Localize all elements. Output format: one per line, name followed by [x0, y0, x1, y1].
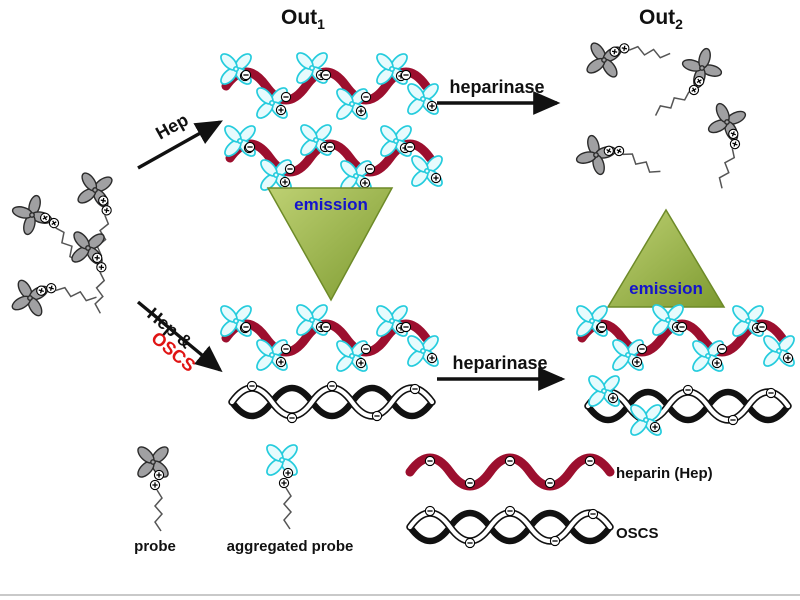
legend-probe-label: probe: [134, 538, 176, 555]
free-probe-cluster-left: [8, 169, 118, 331]
free-probe: [638, 44, 728, 117]
bottom-divider: [0, 594, 800, 596]
hep-arrow-label: Hep: [152, 110, 191, 144]
emission-up-label: emission: [629, 279, 703, 298]
legend: probe aggregated probe heparin (Hep) OSC…: [134, 441, 713, 555]
out2-label: Out2: [639, 6, 683, 32]
plus-charge-icon: [282, 467, 294, 479]
legend-heparin-ribbon: [410, 456, 610, 487]
heparin-probe-complex: [574, 302, 797, 374]
oscs-strand: [232, 381, 432, 422]
plus-charge-icon: [278, 477, 290, 489]
free-probe: [583, 38, 670, 89]
plus-charge-icon: [153, 469, 165, 481]
out1-label: Out1: [281, 6, 325, 32]
heparinase-bottom-label: heparinase: [452, 353, 547, 373]
oscs-strand-with-probes: [586, 373, 788, 438]
legend-heparin-label: heparin (Hep): [616, 465, 713, 482]
legend-oscs-label: OSCS: [616, 525, 659, 542]
heparin-probe-complex: [218, 50, 441, 122]
hep-oscs-arrow: [136, 300, 223, 373]
alkyl-tail-icon: [154, 489, 163, 532]
legend-aggregated-probe-label: aggregated probe: [227, 538, 354, 555]
free-probe-cluster-right: [572, 38, 752, 203]
hep-arrow: [137, 120, 223, 170]
probe-icon: [134, 443, 172, 481]
emission-down-label: emission: [294, 195, 368, 214]
heparin-probe-complex: [222, 122, 445, 194]
legend-oscs-strand: [410, 506, 610, 547]
plus-charge-icon: [149, 479, 161, 491]
legend-probe-glyph: [134, 443, 172, 532]
heparin-probe-complex: [218, 302, 441, 374]
aggregated-probe-icon: [263, 441, 301, 479]
free-probe: [8, 274, 97, 331]
free-probe: [688, 99, 751, 189]
alkyl-tail-icon: [283, 487, 292, 530]
free-probe: [8, 190, 81, 280]
emission-up-triangle: [606, 208, 726, 308]
free-probe: [572, 129, 662, 202]
legend-aggregated-probe-glyph: [263, 441, 301, 530]
heparinase-top-label: heparinase: [449, 77, 544, 97]
emission-down-triangle: [266, 187, 394, 302]
